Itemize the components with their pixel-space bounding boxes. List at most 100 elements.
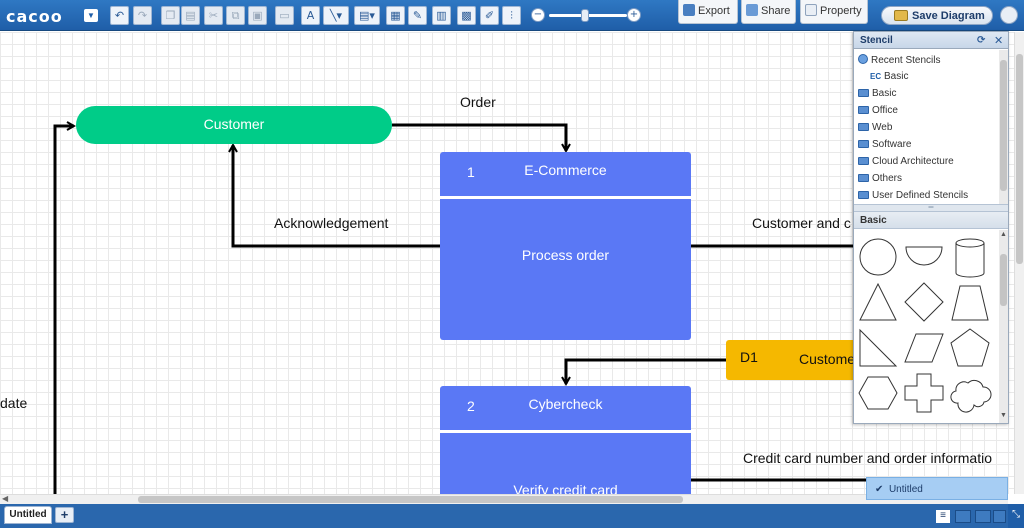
recent-icon (858, 54, 868, 64)
process-title: Cybercheck (528, 396, 603, 412)
save-label: Save Diagram (912, 10, 985, 22)
export-button[interactable]: Export (678, 0, 738, 24)
sheet-view-icon[interactable] (993, 510, 1006, 523)
duplicate-icon[interactable]: ⧉ (226, 6, 245, 25)
triangle-shape[interactable] (856, 280, 900, 324)
stencil-shapes-scroll-thumb[interactable] (1000, 254, 1007, 306)
date-connector (53, 126, 74, 494)
stencil-tree-item[interactable]: Cloud Architecture (858, 156, 954, 172)
share-icon (746, 4, 758, 16)
process-body: Process order (521, 247, 610, 263)
stencil-tree-item[interactable]: Others (858, 173, 902, 189)
close-icon[interactable]: ✕ (994, 34, 1004, 47)
process-number: 2 (467, 398, 475, 414)
pen-tool-icon[interactable]: ✎ (408, 6, 427, 25)
hexagon-shape[interactable] (856, 371, 900, 415)
table-tool-icon[interactable]: ▦ (386, 6, 405, 25)
process-ecommerce[interactable]: 1 E-Commerce Process order (440, 152, 691, 340)
export-icon (683, 4, 695, 16)
copy-icon[interactable]: ❐ (161, 6, 180, 25)
refresh-icon[interactable]: ⟳ (977, 35, 986, 46)
paste-icon[interactable]: ▤ (181, 6, 200, 25)
stencil-tree-item[interactable]: User Defined Stencils (858, 190, 968, 204)
process-divider (440, 430, 691, 433)
basic-stencil-icon: EC (870, 72, 882, 81)
scroll-up-icon[interactable]: ▲ (1000, 231, 1007, 238)
panel-splitter[interactable]: ═ (854, 204, 1008, 212)
stencil-tree-item[interactable]: Software (858, 139, 911, 155)
circle-shape[interactable] (856, 235, 900, 279)
trapezoid-shape[interactable] (948, 280, 992, 324)
save-diagram-button[interactable]: Save Diagram (881, 6, 993, 25)
text-tool-icon[interactable]: A (301, 6, 320, 25)
stencil-tree-scroll-thumb[interactable] (1000, 60, 1007, 191)
grid-toggle-icon[interactable]: ▩ (457, 6, 476, 25)
stencil-tree-item[interactable]: Basic (858, 88, 896, 104)
stencil-shapes-scrollbar[interactable]: ▲ ▼ (999, 230, 1008, 423)
label-credit-card-info[interactable]: Credit card number and order informatio (743, 450, 993, 466)
process-title: E-Commerce (524, 162, 607, 178)
image-icon[interactable]: ▭ (275, 6, 294, 25)
sheet-view-icon[interactable] (975, 510, 991, 523)
stencil-tree-item[interactable]: Recent Stencils (858, 54, 940, 70)
horizontal-scrollbar[interactable]: ◀ (0, 494, 1008, 504)
scroll-down-icon[interactable]: ▼ (1000, 412, 1007, 419)
half-circle-shape[interactable] (902, 235, 946, 279)
property-button[interactable]: Property (800, 0, 868, 24)
right-triangle-shape[interactable] (856, 326, 900, 370)
sheet-list-item-label: Untitled (888, 484, 923, 495)
zoom-in-icon[interactable]: + (627, 8, 641, 22)
stencil-section-title: Basic (854, 212, 1008, 229)
parallelogram-shape[interactable] (902, 326, 946, 370)
sheet-list-item[interactable]: ✔ Untitled (866, 477, 1008, 500)
user-menu-button[interactable] (1000, 6, 1018, 24)
style-icon[interactable]: ✐ (480, 6, 499, 25)
cylinder-shape[interactable] (948, 235, 992, 279)
expand-icon[interactable]: ⤡ (1008, 504, 1024, 528)
diamond-shape[interactable] (902, 280, 946, 324)
folder-icon (858, 89, 869, 97)
folder-icon (858, 191, 869, 199)
chart-tool-icon[interactable]: ▥ (432, 6, 451, 25)
vertical-scrollbar[interactable] (1014, 32, 1024, 494)
data-store-id: D1 (740, 349, 758, 365)
cloud-shape[interactable] (948, 371, 992, 415)
stencil-tree-item[interactable]: Web (858, 122, 892, 138)
store-to-cybercheck-connector (566, 358, 726, 384)
redo-icon[interactable]: ↷ (133, 6, 152, 25)
label-customer-and[interactable]: Customer and c (752, 215, 851, 231)
adjust-icon[interactable]: ⫶ (502, 6, 521, 25)
process-cybercheck[interactable]: 2 Cybercheck Verify credit card (440, 386, 691, 494)
stencil-tree-item[interactable]: Office (858, 105, 898, 121)
add-sheet-button[interactable]: + (55, 507, 74, 523)
pentagon-shape[interactable] (948, 326, 992, 370)
stencil-panel-title: Stencil (860, 35, 893, 46)
list-icon[interactable]: ≡ (936, 510, 950, 523)
external-entity-customer[interactable]: Customer (76, 106, 392, 144)
zoom-slider-handle[interactable] (581, 9, 589, 22)
sheet-tab-untitled[interactable]: Untitled (4, 506, 52, 524)
app-menu-button[interactable]: ▼ (84, 9, 98, 22)
undo-icon[interactable]: ↶ (110, 6, 129, 25)
process-divider (440, 196, 691, 199)
label-acknowledgement[interactable]: Acknowledgement (274, 215, 389, 231)
label-date[interactable]: date (0, 395, 28, 411)
shape-tool-icon[interactable]: ▤▾ (354, 6, 380, 25)
data-store-d1[interactable]: D1 Custome (726, 340, 866, 380)
save-icon (894, 10, 908, 21)
horizontal-scroll-thumb[interactable] (138, 496, 683, 503)
group-icon[interactable]: ▣ (248, 6, 267, 25)
zoom-out-icon[interactable]: − (531, 8, 545, 22)
share-button[interactable]: Share (741, 0, 796, 24)
scroll-left-icon[interactable]: ◀ (2, 494, 9, 503)
cut-icon[interactable]: ✂ (204, 6, 223, 25)
stencil-panel-header: Stencil ⟳ ✕ (854, 32, 1008, 49)
sheet-view-icon[interactable] (955, 510, 971, 523)
connector-tool-icon[interactable]: ╲▾ (323, 6, 349, 25)
stencil-tree-scrollbar[interactable] (999, 50, 1008, 204)
folder-icon (858, 123, 869, 131)
label-order[interactable]: Order (460, 94, 496, 110)
vertical-scroll-thumb[interactable] (1016, 54, 1023, 264)
cross-shape[interactable] (902, 371, 946, 415)
